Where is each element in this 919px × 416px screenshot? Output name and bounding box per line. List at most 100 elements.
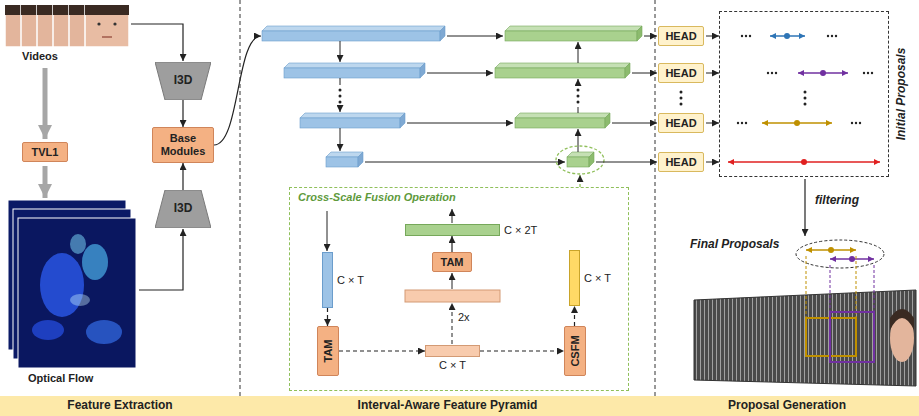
connector — [182, 163, 183, 190]
upsample-arrow — [452, 303, 453, 344]
wire — [706, 73, 719, 74]
encoder-trapezoid: I3D — [155, 190, 211, 228]
ellipsis-dot — [855, 122, 857, 124]
feature-bar — [567, 157, 589, 167]
module-box: TAM — [317, 326, 339, 376]
ellipsis-dot — [737, 122, 739, 124]
feature-bar — [300, 113, 405, 118]
ellipsis-dot — [767, 72, 769, 74]
ellipsis-dot — [680, 97, 683, 100]
node-text: HEAD — [665, 67, 696, 80]
wire — [578, 129, 579, 152]
face-eye — [97, 22, 100, 25]
video-strip — [694, 290, 916, 386]
section-band: Feature Extraction — [0, 396, 240, 416]
ellipsis-dot — [835, 35, 837, 37]
proposal-center — [828, 247, 834, 253]
feature-bar — [358, 152, 363, 167]
connector — [451, 236, 452, 252]
process-box: Base Modules — [152, 127, 214, 163]
node-text: Interval-Aware Feature Pyramid — [358, 399, 538, 413]
segment-box — [830, 312, 874, 362]
feature-bar — [284, 63, 425, 68]
video-frame — [85, 5, 129, 47]
feature-bar — [637, 26, 642, 41]
wire — [706, 36, 719, 37]
wire — [452, 209, 453, 223]
ellipsis-dot — [859, 122, 861, 124]
image-caption: Videos — [22, 50, 58, 63]
wire — [447, 36, 503, 37]
wire — [340, 41, 341, 62]
ellipsis-dot — [851, 122, 853, 124]
feature-bar — [326, 157, 358, 167]
feature-bar — [326, 152, 363, 157]
feature-bar — [589, 152, 594, 167]
wire — [407, 123, 513, 124]
image-caption: Optical Flow — [28, 372, 93, 385]
node-text: Base Modules — [157, 132, 209, 157]
scale-label: 2x — [458, 311, 470, 324]
head-box: HEAD — [658, 26, 704, 46]
wire — [340, 105, 341, 112]
node-text: HEAD — [665, 30, 696, 43]
head-box: HEAD — [658, 152, 704, 172]
flow-blob — [82, 244, 108, 280]
feature-bar — [505, 26, 642, 31]
ellipsis-dot — [863, 72, 865, 74]
feature-bar — [262, 31, 440, 41]
proposal-center — [820, 70, 826, 76]
wire — [578, 79, 579, 86]
feature-bar — [420, 63, 425, 78]
ellipsis-dot — [745, 122, 747, 124]
ellipsis-dot — [577, 101, 580, 104]
inset-panel: Cross-Scale Fusion OperationC × 2TTAMC ×… — [290, 188, 628, 390]
wire — [340, 128, 341, 151]
feature-bar — [495, 68, 625, 78]
proposal-center — [794, 120, 800, 126]
wire — [578, 42, 579, 63]
feature-bar — [505, 31, 637, 41]
step-label: filtering — [815, 194, 859, 208]
projection-line — [830, 265, 831, 312]
face-eye — [113, 22, 116, 25]
feature-bar — [605, 113, 610, 128]
ellipsis-dot — [827, 35, 829, 37]
wire — [632, 73, 657, 74]
video-hair — [85, 5, 129, 15]
feature-bar — [405, 290, 500, 302]
ellipsis-dot — [339, 89, 342, 92]
ellipsis-dot — [577, 95, 580, 98]
feature-bar — [440, 26, 445, 41]
connector — [327, 308, 328, 326]
feature-bar — [515, 113, 610, 118]
wire — [427, 73, 493, 74]
encoder-trapezoid: I3D — [155, 62, 211, 100]
ellipsis-dot — [831, 35, 833, 37]
ellipsis-dot — [871, 72, 873, 74]
ellipsis-dot — [775, 72, 777, 74]
node-text: HEAD — [665, 117, 696, 130]
node-text: Initial Proposals — [895, 48, 909, 141]
focus-ellipse — [556, 146, 604, 174]
flow-blob — [40, 253, 84, 317]
feature-bar — [495, 63, 630, 68]
wire — [452, 273, 453, 289]
connector — [574, 306, 575, 326]
flow-blob — [70, 294, 90, 306]
trapezoid-outline — [155, 190, 211, 228]
trapezoid-outline — [155, 62, 211, 100]
head-box: HEAD — [658, 63, 704, 83]
feature-bar: C × T — [425, 345, 480, 357]
process-box: TVL1 — [22, 142, 68, 162]
node-text: TAM — [322, 339, 335, 362]
ellipsis-dot — [771, 72, 773, 74]
connector — [480, 350, 564, 351]
wire — [804, 179, 805, 236]
flow-arrow — [43, 166, 48, 198]
feature-bar — [284, 68, 420, 78]
projection-line — [806, 256, 807, 318]
ellipsis-dot — [749, 35, 751, 37]
wire — [327, 211, 328, 251]
